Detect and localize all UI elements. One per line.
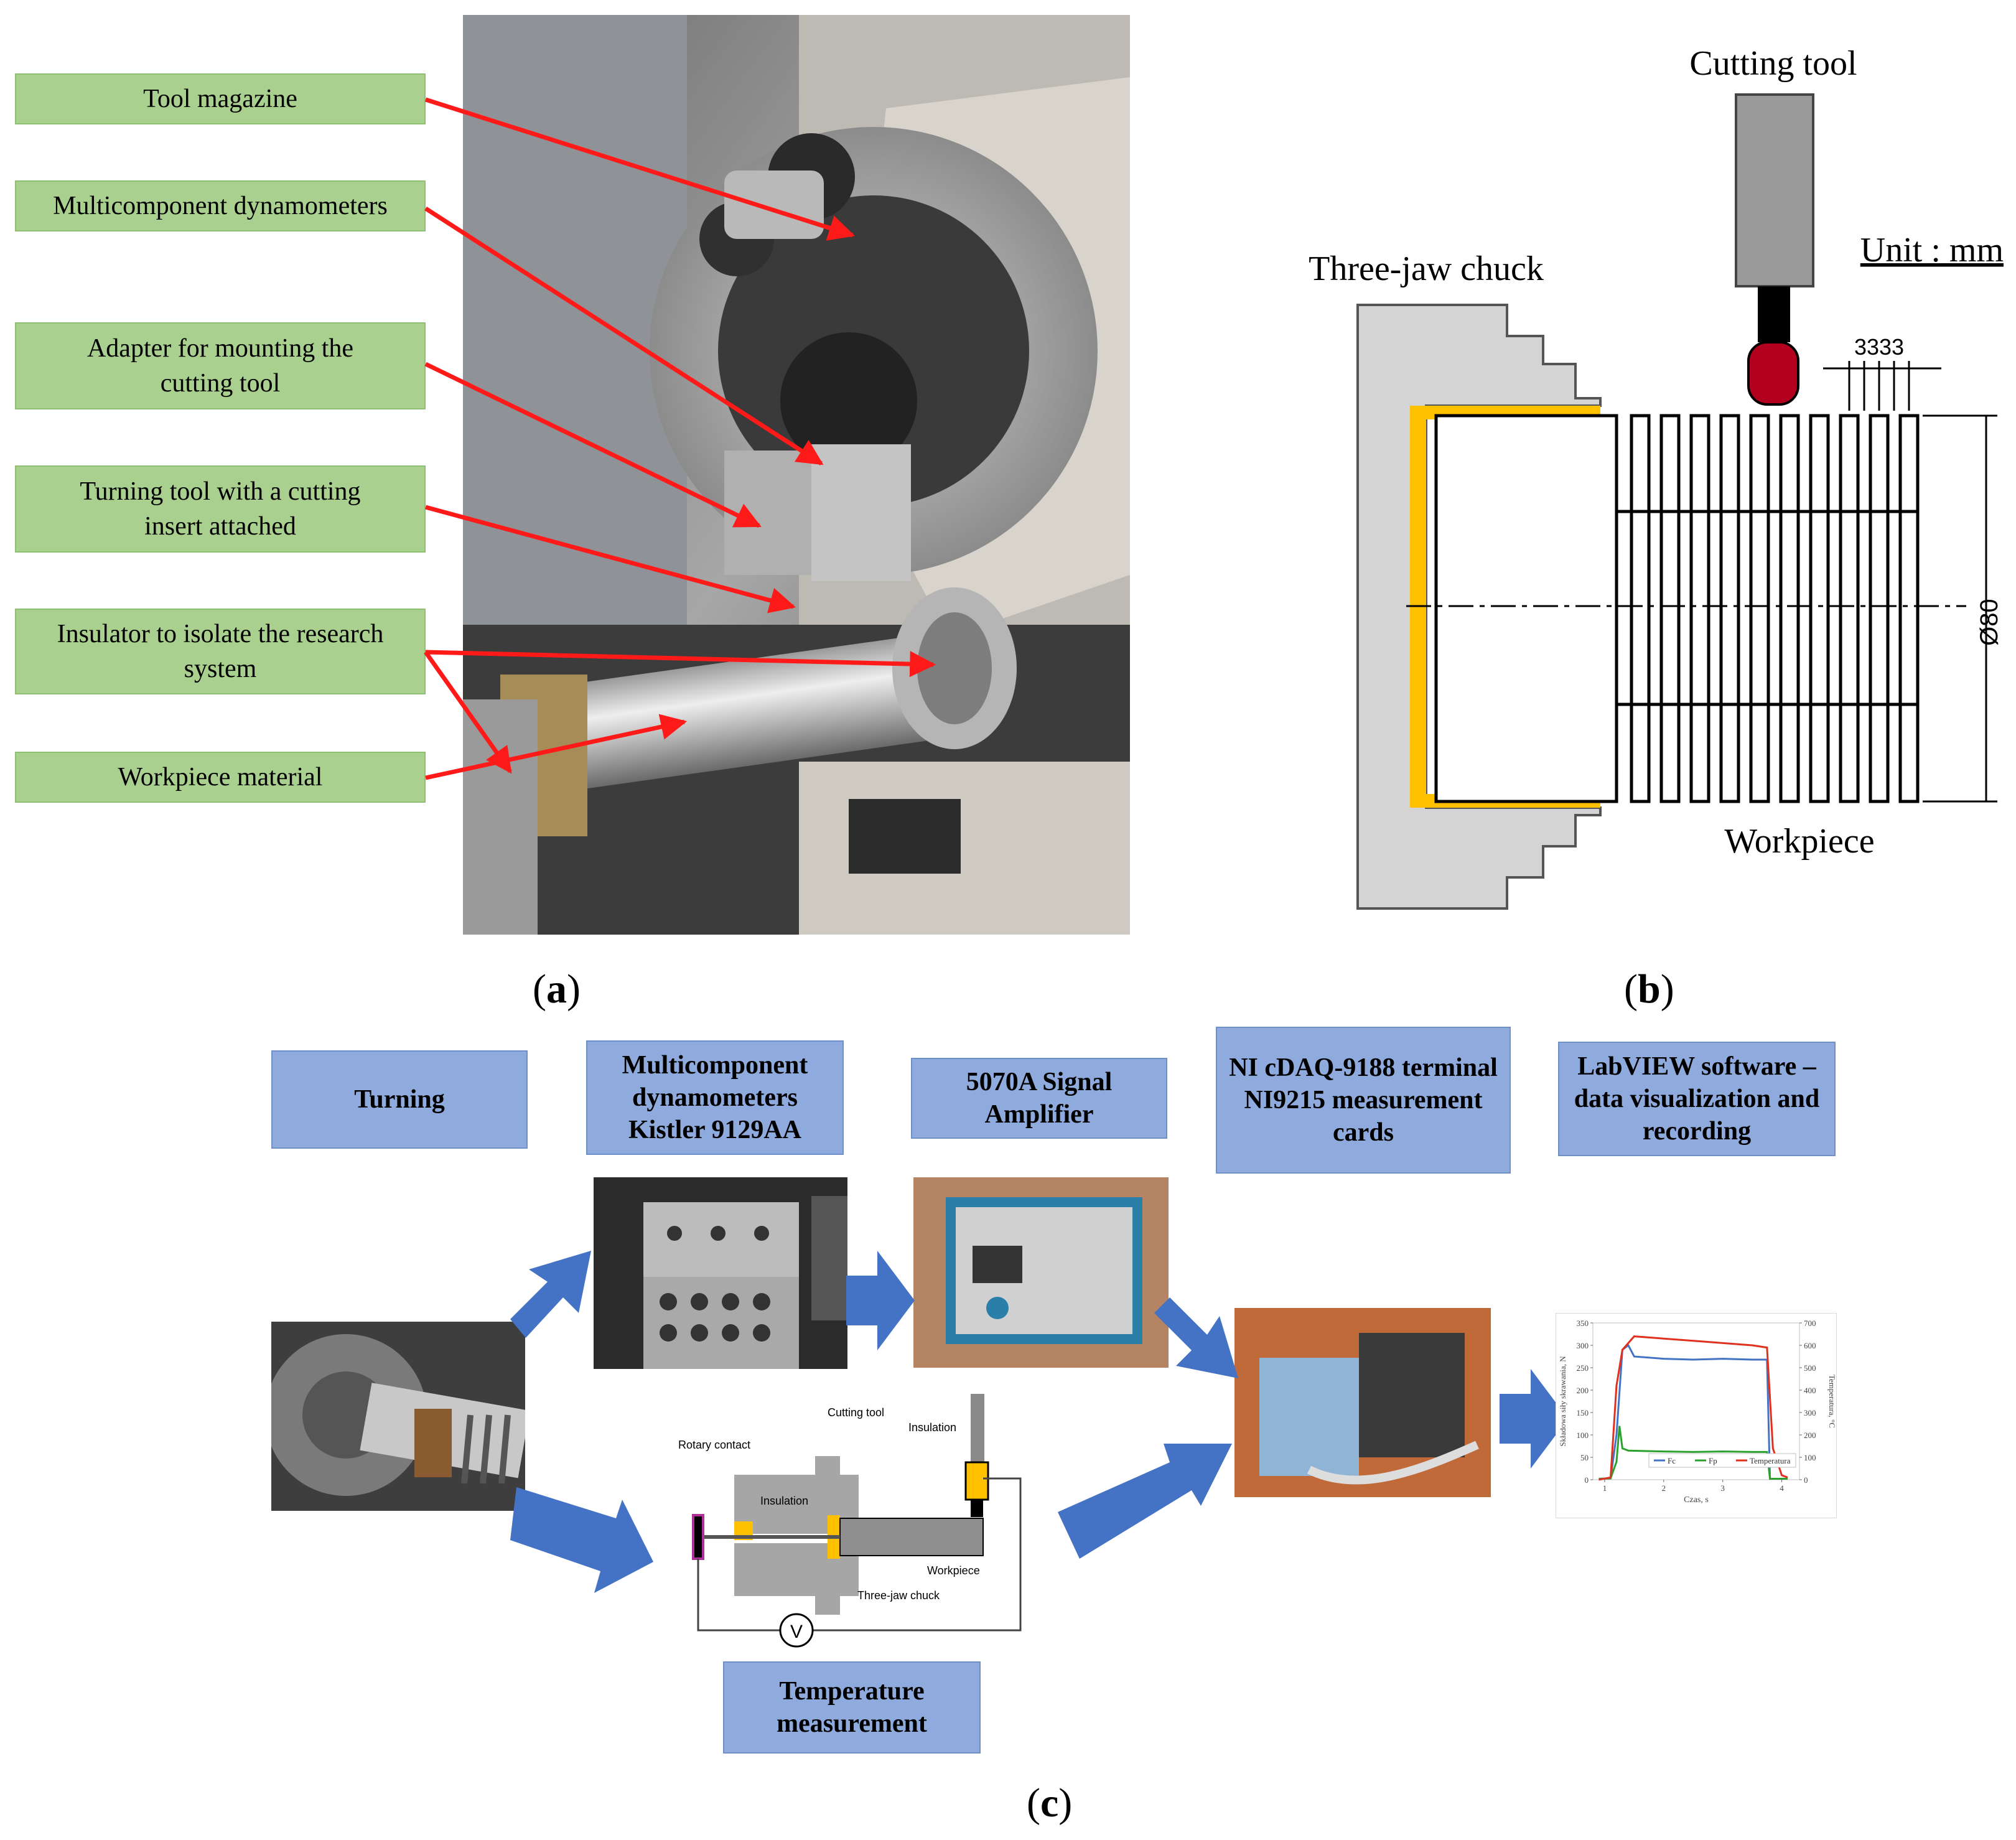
box-dynamometers: Multicomponent dynamometers Kistler 9129… bbox=[586, 1040, 844, 1155]
x-tick-label: 3 bbox=[1720, 1483, 1725, 1493]
box-amplifier: 5070A Signal Amplifier bbox=[911, 1058, 1167, 1139]
y-axis-title: Składowa siły skrawania, N bbox=[1558, 1356, 1567, 1447]
cutting-tool-label: Cutting tool bbox=[1689, 44, 1857, 83]
chuck-label: Three-jaw chuck bbox=[1309, 250, 1544, 288]
box-daq: NI cDAQ-9188 terminal NI9215 measurement… bbox=[1216, 1027, 1511, 1174]
workpiece-drawing: Cutting tool Unit : mm Three-jaw chuck bbox=[1309, 44, 2004, 910]
y-tick-label: 50 bbox=[1580, 1453, 1589, 1462]
y2-tick-label: 400 bbox=[1804, 1386, 1816, 1395]
legend bbox=[1648, 1453, 1796, 1468]
insulation-top-label: Insulation bbox=[908, 1421, 956, 1434]
insulation-label: Insulation bbox=[760, 1495, 808, 1507]
label-tool-magazine: Tool magazine bbox=[15, 73, 426, 124]
callout-arrows bbox=[424, 97, 936, 780]
y-tick-label: 300 bbox=[1577, 1341, 1589, 1350]
temperature-schematic: V Rotary contact Cutting tool Insulation… bbox=[678, 1394, 1027, 1655]
y2-tick-label: 0 bbox=[1804, 1475, 1808, 1485]
x-axis-title: Czas, s bbox=[1684, 1495, 1709, 1505]
y2-tick-label: 600 bbox=[1804, 1341, 1816, 1350]
series-line-fp bbox=[1598, 1426, 1788, 1480]
y2-tick-label: 300 bbox=[1804, 1408, 1816, 1417]
force-temperature-chart: 0 50 100 150 200 250 300 350 0 100 200 300 400 500 600… bbox=[1556, 1313, 1837, 1518]
box-labview: LabVIEW software – data visualization an… bbox=[1558, 1042, 1836, 1156]
turning-photo bbox=[271, 1322, 525, 1511]
y2-tick-label: 700 bbox=[1804, 1319, 1816, 1328]
x-tick-label: 2 bbox=[1662, 1483, 1666, 1493]
x-tick-label: 4 bbox=[1780, 1483, 1784, 1493]
label-insulator: Insulator to isolate the research system bbox=[15, 609, 426, 694]
y-tick-label: 200 bbox=[1577, 1386, 1589, 1395]
amplifier-photo bbox=[913, 1177, 1169, 1368]
diameter-label: Ø80 bbox=[1976, 599, 2003, 646]
y-tick-label: 350 bbox=[1577, 1319, 1589, 1328]
chuck-small-label: Three-jaw chuck bbox=[857, 1589, 940, 1602]
legend-label: Temperatura bbox=[1750, 1456, 1791, 1465]
series-line-temperatura bbox=[1598, 1335, 1788, 1481]
box-turning: Turning bbox=[271, 1050, 528, 1149]
rotary-contact-label: Rotary contact bbox=[678, 1439, 750, 1451]
y2-tick-label: 200 bbox=[1804, 1431, 1816, 1440]
dynamometer-photo bbox=[594, 1177, 847, 1369]
lathe-photo bbox=[463, 15, 1130, 935]
daq-photo bbox=[1234, 1308, 1491, 1497]
caption-b: (b) bbox=[1624, 966, 1674, 1012]
y-tick-label: 100 bbox=[1577, 1431, 1589, 1440]
workpiece-small-label: Workpiece bbox=[927, 1564, 980, 1577]
legend-label: Fp bbox=[1709, 1456, 1717, 1465]
x-tick-label: 1 bbox=[1603, 1483, 1607, 1493]
y2-tick-label: 100 bbox=[1804, 1453, 1816, 1462]
y-tick-label: 150 bbox=[1577, 1408, 1589, 1417]
unit-label: Unit : mm bbox=[1860, 231, 2004, 269]
y-tick-label: 0 bbox=[1585, 1475, 1589, 1485]
y2-tick-label: 500 bbox=[1804, 1363, 1816, 1373]
legend-label: Fc bbox=[1668, 1456, 1676, 1465]
label-adapter: Adapter for mounting the cutting tool bbox=[15, 322, 426, 409]
workpiece-label: Workpiece bbox=[1724, 822, 1874, 861]
cutting-tool-small-label: Cutting tool bbox=[828, 1406, 884, 1419]
box-temperature: Temperature measurement bbox=[723, 1661, 981, 1754]
y-tick-label: 250 bbox=[1577, 1363, 1589, 1373]
plot-area bbox=[1592, 1322, 1800, 1480]
label-turning-tool: Turning tool with a cutting insert attac… bbox=[15, 465, 426, 553]
caption-c: (c) bbox=[1027, 1780, 1073, 1826]
caption-a: (a) bbox=[533, 966, 581, 1012]
label-multicomponent-dynamometers: Multicomponent dynamometers bbox=[15, 180, 426, 231]
y2-axis-title: Temperatura, °C bbox=[1827, 1375, 1837, 1428]
voltmeter-label: V bbox=[790, 1622, 803, 1642]
fin-dimensions: 3333 bbox=[1854, 334, 1904, 360]
label-workpiece-material: Workpiece material bbox=[15, 752, 426, 803]
